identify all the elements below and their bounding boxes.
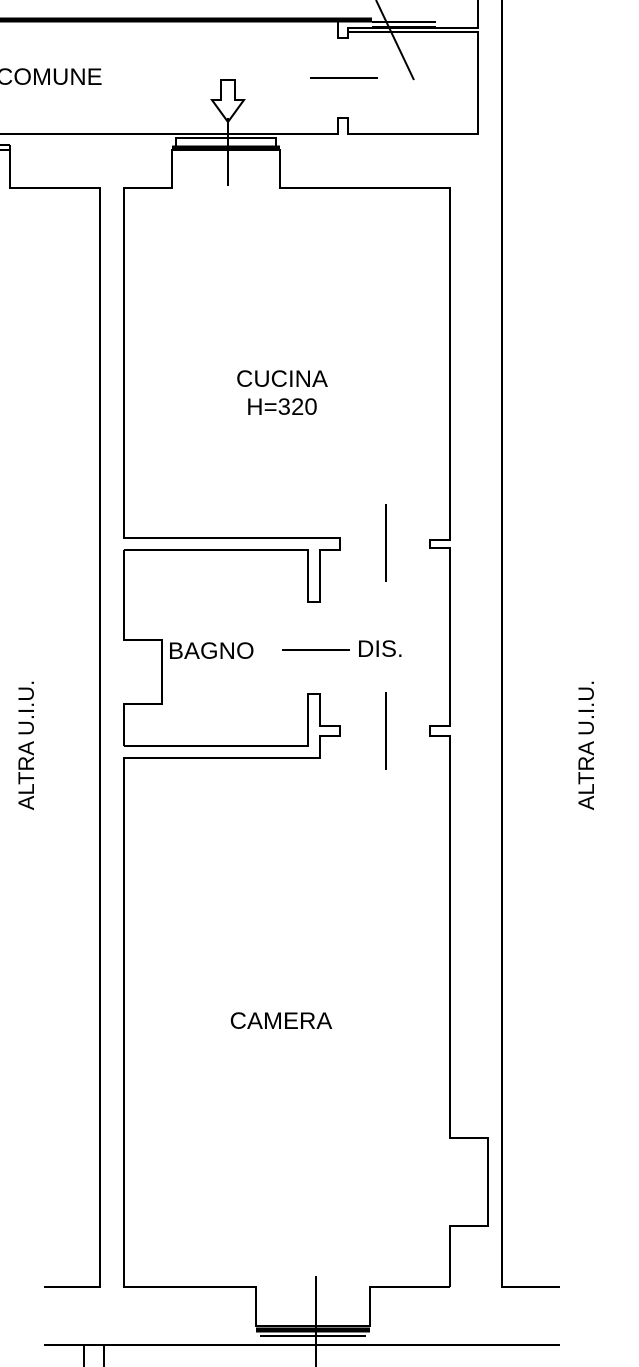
left-wall: [0, 144, 101, 1288]
cucina-height-label: H=320: [246, 394, 317, 421]
comune-label: COMUNE: [0, 64, 103, 91]
camera-label: CAMERA: [230, 1008, 333, 1035]
bottom-window: [44, 1276, 560, 1367]
apartment-outline: [123, 149, 489, 1327]
bagno-label: BAGNO: [168, 638, 255, 665]
entrance-arrow-icon: [210, 79, 246, 124]
bathroom-walls: [123, 504, 387, 770]
top-corridor-edge: [0, 0, 479, 39]
cucina-label: CUCINA: [236, 366, 328, 393]
right-wall: [501, 0, 560, 1288]
altra-uiu-left-label: ALTRA U.I.U.: [14, 680, 39, 810]
altra-uiu-right-label: ALTRA U.I.U.: [574, 680, 599, 810]
comune-room: COMUNE: [0, 0, 479, 135]
dis-label: DIS.: [357, 636, 404, 663]
